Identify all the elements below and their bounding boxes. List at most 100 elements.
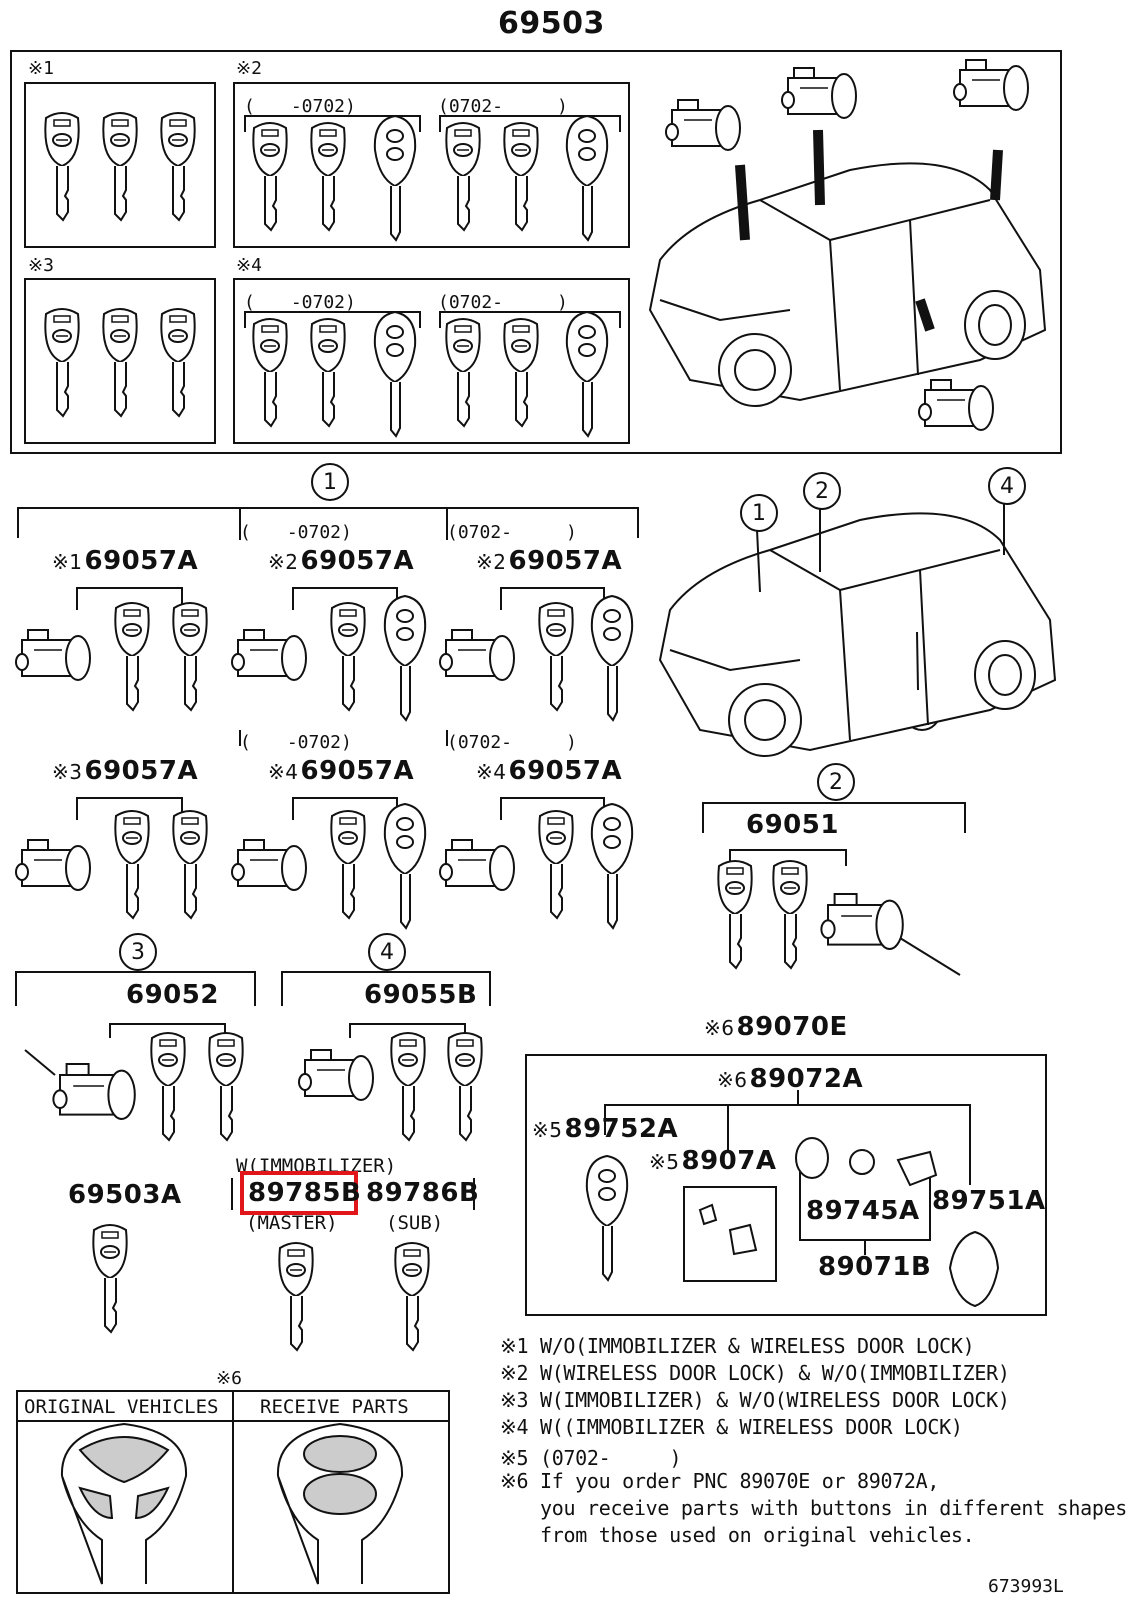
note-3: ※3 W(IMMOBILIZER) & W/O(WIRELESS DOOR LO… <box>500 1388 1010 1412</box>
callout-leader <box>756 529 761 593</box>
assembly-frame <box>10 50 1062 454</box>
key-icon <box>208 1032 244 1142</box>
part-69052[interactable]: 69052 <box>126 980 219 1010</box>
highlight-89785B[interactable] <box>240 1171 358 1215</box>
remote-key-icon <box>565 310 609 438</box>
part-69057A-3[interactable]: ※369057A <box>52 756 199 786</box>
remote-key-icon <box>565 114 609 242</box>
key-icon <box>394 1242 430 1352</box>
period-from-2: (0702- ) <box>438 96 568 117</box>
callout-4: 4 <box>368 933 406 971</box>
key-icon <box>102 112 138 222</box>
table-divider <box>232 1390 234 1592</box>
key-icon <box>445 122 481 232</box>
lock-cylinder-icon <box>15 629 91 681</box>
remote-key-icon <box>590 594 634 722</box>
key-icon <box>252 318 288 428</box>
key-icon <box>310 122 346 232</box>
part-69057A-2a[interactable]: ※269057A <box>268 546 415 576</box>
lock-cylinder-icon <box>820 893 904 950</box>
transponder-chip-icon <box>698 1203 718 1226</box>
key-icon <box>114 810 150 920</box>
sub-label: (SUB) <box>386 1212 444 1234</box>
remote-key-icon <box>383 594 427 722</box>
part-89071B[interactable]: 89071B <box>818 1252 932 1282</box>
mark-6-table: ※6 <box>216 1368 242 1389</box>
part-69057A-4b[interactable]: ※469057A <box>476 756 623 786</box>
receive-parts-header: RECEIVE PARTS <box>260 1396 409 1418</box>
period-upto-2: ( -0702) <box>244 96 356 117</box>
pointer-arrow <box>813 129 825 206</box>
transponder-box <box>683 1186 777 1282</box>
part-89752A[interactable]: ※589752A <box>532 1114 679 1144</box>
lock-cylinder-icon <box>665 99 741 151</box>
key-icon <box>160 308 196 418</box>
transmitter-housing-icon <box>948 1230 1000 1308</box>
period-from-4: (0702- ) <box>438 292 568 313</box>
part-69057A-2b[interactable]: ※269057A <box>476 546 623 576</box>
part-89070E[interactable]: ※689070E <box>704 1012 848 1042</box>
lock-cylinder-icon <box>231 629 307 681</box>
master-label: (MASTER) <box>246 1212 338 1234</box>
key-icon <box>172 810 208 920</box>
mark-4: ※4 <box>236 255 262 276</box>
car-top-illustration <box>648 162 1047 407</box>
wire <box>24 1049 56 1076</box>
part-89786B[interactable]: 89786B <box>366 1178 480 1208</box>
key-box-3 <box>24 278 216 444</box>
key-icon <box>310 318 346 428</box>
bracket-line <box>349 1023 466 1038</box>
car-right-illustration <box>658 512 1057 757</box>
car-callout-1: 1 <box>740 494 778 532</box>
part-69503A[interactable]: 69503A <box>68 1180 182 1210</box>
key-icon <box>278 1242 314 1352</box>
callout-leader <box>916 631 919 691</box>
key-icon <box>330 602 366 712</box>
key-icon <box>503 122 539 232</box>
bracket-line <box>281 971 491 1006</box>
lock-cylinder-icon <box>298 1049 374 1101</box>
key-icon <box>447 1032 483 1142</box>
part-69057A-1[interactable]: ※169057A <box>52 546 199 576</box>
note-2: ※2 W(WIRELESS DOOR LOCK) & W/O(IMMOBILIZ… <box>500 1361 1010 1385</box>
button-pad-icon <box>795 1137 829 1179</box>
mark-3: ※3 <box>28 255 54 276</box>
bracket-line <box>702 802 966 833</box>
part-89785B[interactable]: 89785B <box>248 1178 362 1208</box>
wire <box>899 937 961 976</box>
note-5: ※5 (0702- ) <box>500 1446 682 1470</box>
key-icon <box>44 112 80 222</box>
table-header-line <box>16 1420 448 1422</box>
remote-key-icon <box>590 802 634 930</box>
part-69051[interactable]: 69051 <box>746 810 839 840</box>
line-art <box>15 59 1057 1585</box>
part-89072A[interactable]: ※689072A <box>717 1064 864 1094</box>
mark-2: ※2 <box>236 58 262 79</box>
notes-list: ※1 W/O(IMMOBILIZER & WIRELESS DOOR LOCK)… <box>500 1334 1127 1550</box>
period-upto-s1: ( -0702) <box>240 522 352 543</box>
callout-3: 3 <box>119 933 157 971</box>
lock-cylinder-icon <box>15 839 91 891</box>
lock-cylinder-icon <box>953 59 1029 111</box>
part-89745A[interactable]: 89745A <box>806 1196 920 1226</box>
assembly-title: 69503 <box>498 6 605 41</box>
bracket-line <box>17 507 639 538</box>
mark-1: ※1 <box>28 58 54 79</box>
period-bracket <box>439 115 621 132</box>
period-bracket <box>244 115 421 132</box>
part-89751A[interactable]: 89751A <box>932 1186 1046 1216</box>
note-1: ※1 W/O(IMMOBILIZER & WIRELESS DOOR LOCK) <box>500 1334 975 1358</box>
lock-cylinder-icon <box>52 1063 136 1121</box>
bracket-line <box>729 849 847 866</box>
period-from-s1b: (0702- ) <box>447 732 577 753</box>
part-69055B[interactable]: 69055B <box>364 980 478 1010</box>
part-8907A[interactable]: ※58907A <box>649 1146 777 1176</box>
case-icon <box>896 1150 938 1187</box>
note-7: you receive parts with buttons in differ… <box>540 1496 1127 1520</box>
bracket-line <box>109 1023 226 1038</box>
lock-cylinder-icon <box>918 379 994 431</box>
part-69057A-4a[interactable]: ※469057A <box>268 756 415 786</box>
transmitter-frame <box>525 1054 1047 1316</box>
lock-cylinder-icon <box>439 839 515 891</box>
key-icon <box>160 112 196 222</box>
